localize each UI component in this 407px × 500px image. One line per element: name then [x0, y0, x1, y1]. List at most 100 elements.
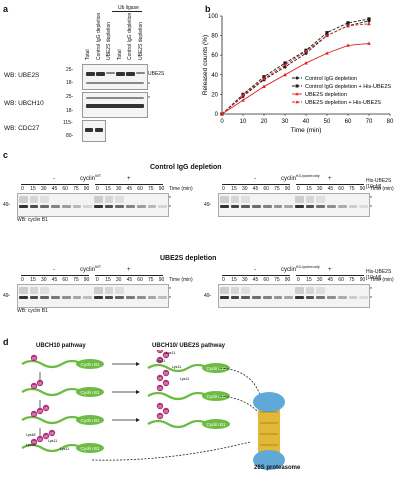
ubch10-pathway-title: UBCH10 pathway: [36, 343, 86, 349]
ub-label: Ub: [38, 437, 42, 441]
gel-image: [17, 193, 169, 217]
time-point: 15: [105, 186, 111, 192]
gel-band: [51, 296, 60, 299]
time-point: 30: [241, 186, 248, 192]
ubiquitin-smear: [241, 196, 251, 203]
cyclin-name: cyclin: [281, 267, 297, 273]
wb-cyclin-b1: WB: cyclin B1: [17, 308, 48, 314]
cyclin-superscript: K0-lysineonly: [296, 173, 320, 178]
lys-label: Lys48: [26, 433, 35, 437]
gel-band: [241, 296, 251, 299]
ub-label: Ub: [164, 353, 168, 357]
substrate-chain: [21, 387, 83, 397]
time-point: 90: [83, 277, 90, 283]
y-tick-label: 0: [215, 112, 219, 118]
star-top: *: [169, 196, 171, 202]
ubiquitin-smear: [94, 287, 103, 294]
gel-band: [40, 205, 50, 208]
gel-band: [158, 296, 167, 299]
ub-label: Ub: [32, 356, 36, 360]
x-tick-label: 0: [220, 119, 224, 125]
ubiquitin-bead: [48, 429, 56, 437]
gel-band: [316, 205, 326, 208]
star-bottom: *: [370, 205, 372, 211]
ub-label: Ub: [158, 414, 162, 418]
lys-label: Lys11: [60, 447, 69, 451]
gel-band: [327, 205, 336, 208]
data-point: [304, 61, 308, 65]
lys-label: Lys11: [180, 377, 189, 381]
gel-band: [72, 296, 82, 299]
gel-image: [17, 284, 169, 308]
x-tick-label: 50: [324, 119, 331, 125]
lane-label: UBE2S depletion: [106, 21, 112, 60]
legend-label: Control IgG depletion + His-UBE2S: [305, 84, 391, 90]
time-point: 0: [95, 186, 99, 192]
time-point: 30: [40, 186, 47, 192]
mw-25-ube2s: 25-: [66, 67, 74, 73]
time-point: 15: [30, 186, 36, 192]
ub-label: Ub: [164, 409, 168, 413]
panel-a-letter: a: [3, 4, 9, 14]
cyclin-b1-label: Cyclin B1: [80, 362, 100, 367]
control-igg-title: Control IgG depletion: [150, 164, 222, 171]
time-point: 45: [327, 186, 334, 192]
time-point: 75: [349, 186, 355, 192]
lane-label: Total: [116, 49, 123, 60]
ubiquitin-smear: [316, 287, 326, 294]
gel-band: [29, 205, 39, 208]
x-tick-label: 80: [387, 119, 394, 125]
time-label: Time (min): [169, 277, 193, 283]
data-point: [262, 76, 266, 81]
gel-band: [316, 296, 326, 299]
ubiquitin-bead: [42, 432, 50, 440]
cyclin-header: cyclinWT: [80, 263, 101, 274]
legend-marker: [295, 100, 299, 104]
gel-band: [305, 296, 315, 299]
time-point: 60: [263, 186, 269, 192]
ubiquitin-smear: [316, 196, 326, 203]
cyclin-superscript: WT: [95, 173, 102, 178]
minus-label: -: [254, 176, 256, 182]
cyclin-b1-label: Cyclin B1: [206, 422, 226, 427]
ub-label: Ub: [158, 386, 162, 390]
time-point: 0: [221, 186, 225, 192]
legend-label: UBE2S depletion: [305, 92, 347, 98]
substrate-chain: [21, 359, 83, 369]
arrow-head: [136, 390, 140, 394]
ubiquitin-smear: [19, 196, 28, 203]
x-tick-label: 30: [282, 119, 289, 125]
gel-band: [61, 205, 71, 208]
time-point: 45: [327, 277, 334, 283]
legend-marker: [295, 92, 299, 96]
ub-label: Ub: [164, 371, 168, 375]
proteasome-cap-top: [253, 392, 285, 412]
lane-label: Control IgG depletion: [127, 12, 133, 60]
time-point: 15: [306, 186, 312, 192]
gel-band: [29, 296, 39, 299]
y-tick-label: 60: [211, 53, 218, 59]
gel-band: [158, 205, 167, 208]
gel-band: [273, 205, 283, 208]
gel-band: [359, 205, 368, 208]
gel-band: [327, 296, 336, 299]
ubiquitin-smear: [104, 196, 114, 203]
time-point: 45: [252, 186, 259, 192]
time-point: 60: [137, 186, 143, 192]
minus-label: -: [53, 176, 55, 182]
plus-label: +: [328, 267, 332, 273]
x-tick-label: 20: [261, 119, 268, 125]
ubiquitin-bead: [30, 410, 38, 418]
time-point: 60: [62, 186, 68, 192]
data-point: [325, 51, 329, 55]
time-point: 30: [115, 186, 122, 192]
time-point: 60: [338, 277, 344, 283]
gel-band: [337, 205, 347, 208]
proteasome-cap-bottom: [253, 450, 285, 470]
gel-band: [241, 205, 251, 208]
ub-label: Ub: [50, 431, 54, 435]
x-axis-label: Time (min): [291, 127, 322, 134]
gel-band: [147, 296, 157, 299]
gel-band: [230, 205, 240, 208]
